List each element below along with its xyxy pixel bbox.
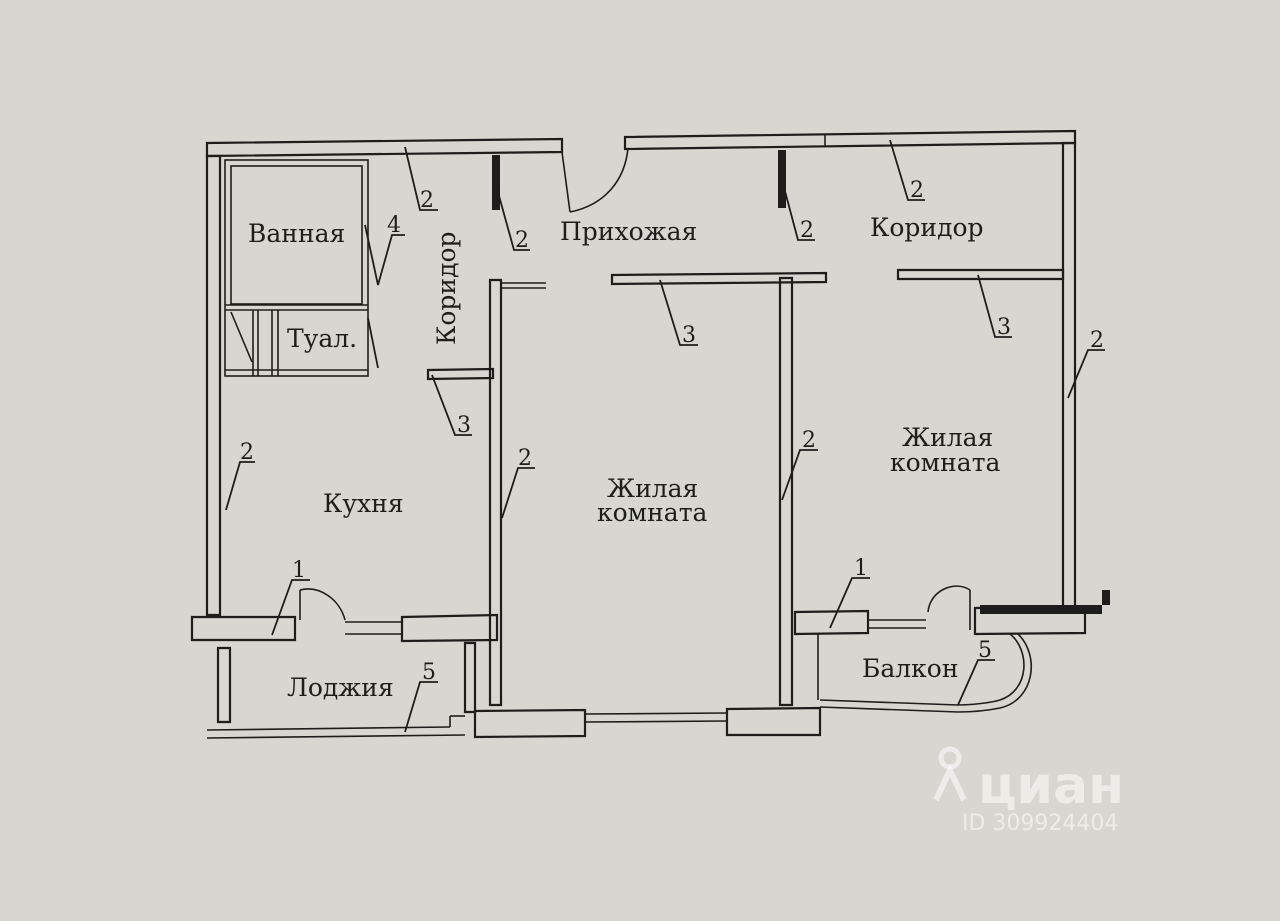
callout-kitchen-door: 1 <box>292 558 306 583</box>
leader-bath-2 <box>367 317 379 369</box>
leader-balcony-door <box>829 577 870 629</box>
label-balcony: Балкон <box>862 654 959 683</box>
wall-left <box>205 154 222 617</box>
label-toilet: Туал. <box>287 324 357 353</box>
callout-top-left: 2 <box>420 188 434 213</box>
label-living-right-1: Жилая <box>902 423 993 452</box>
wall-corridor-stub <box>426 367 495 381</box>
label-living-center-1: Жилая <box>607 474 698 503</box>
leader-right-wall <box>1067 349 1105 399</box>
leader-hall-left <box>495 184 530 251</box>
wall-center-top <box>610 271 828 286</box>
callout-balcony: 5 <box>978 638 992 663</box>
callout-corridor: 3 <box>457 413 471 438</box>
wall-right-room-bottom-right <box>973 605 1087 636</box>
callout-center-left: 2 <box>518 446 532 471</box>
leader-bath <box>364 224 405 286</box>
watermark: циан ID 309924404 <box>933 746 1124 836</box>
callout-top-right: 2 <box>910 178 924 203</box>
wall-hall-post-right <box>778 150 786 208</box>
leader-right-top <box>977 274 1012 338</box>
leader-kitchen-wall <box>225 461 255 511</box>
wall-right-room-bottom-left <box>793 609 870 636</box>
callout-loggia: 5 <box>422 660 436 685</box>
watermark-brand: циан <box>978 756 1124 816</box>
wall-kitchen-bottom-right <box>400 613 499 643</box>
callout-hall-left: 2 <box>515 228 529 253</box>
wall-center-bottom-right <box>725 706 822 737</box>
label-bath: Ванная <box>248 219 345 248</box>
label-hall: Прихожая <box>560 217 697 246</box>
label-living-right-2: комната <box>890 448 1001 477</box>
entrance-door-leaf <box>561 151 571 213</box>
balcony-bottom-2 <box>819 706 959 713</box>
bathroom-inner <box>230 165 363 305</box>
center-window-line-1 <box>584 712 728 715</box>
location-pin-icon <box>933 746 967 802</box>
leader-balcony <box>957 659 995 706</box>
wall-kitchen-bottom-left <box>190 615 297 642</box>
leader-loggia <box>404 681 438 733</box>
leader-top-right <box>889 139 925 201</box>
callout-right-wall: 2 <box>1090 328 1104 353</box>
label-loggia: Лоджия <box>287 673 394 702</box>
watermark-id: ID 309924404 <box>962 811 1118 836</box>
leader-corridor <box>431 374 472 436</box>
callout-center-right: 2 <box>802 428 816 453</box>
loggia-bottom-line-2 <box>206 734 466 739</box>
label-living-center-2: комната <box>597 498 708 527</box>
balcony-curve <box>957 633 1025 706</box>
callout-numbers: 2 4 2 2 2 3 3 3 2 2 2 2 1 1 5 5 <box>240 178 1104 685</box>
wall-center-bottom-left <box>473 708 587 739</box>
leader-kitchen-door <box>271 579 310 636</box>
room-labels: Ванная Туал. Коридор Прихожая Коридор Ку… <box>248 213 1001 702</box>
callout-bath: 4 <box>387 213 401 238</box>
label-corridor-left: Коридор <box>432 231 461 345</box>
wall-hall-post-left <box>492 155 500 210</box>
label-kitchen: Кухня <box>323 489 404 518</box>
kitchen-door-swing <box>299 588 346 621</box>
leader-center-left <box>501 467 535 519</box>
callout-kitchen-wall: 2 <box>240 440 254 465</box>
callout-hall-right: 2 <box>800 218 814 243</box>
loggia-left-wall <box>216 646 232 724</box>
bathroom-outer <box>224 159 369 377</box>
wall-partition-center-left <box>488 278 503 707</box>
callout-right-top: 3 <box>997 315 1011 340</box>
entrance-door-swing <box>569 147 629 213</box>
toilet-diag <box>230 311 253 363</box>
loggia-bottom-line-1 <box>206 726 451 731</box>
leader-hall-right <box>781 179 815 241</box>
label-corridor-right: Коридор <box>870 213 984 242</box>
leader-center-right <box>781 449 818 501</box>
wall-partition-center-right <box>778 276 794 707</box>
wall-right-top <box>896 268 1065 281</box>
leader-lines <box>225 139 1105 733</box>
center-window-line-2 <box>584 720 728 723</box>
leader-center-top <box>659 279 698 346</box>
balcony-curve-inner <box>957 633 1032 713</box>
callout-center-top: 3 <box>682 323 696 348</box>
balcony-door-swing <box>927 585 971 613</box>
leader-top-left <box>404 146 438 211</box>
callout-balcony-door: 1 <box>854 556 868 581</box>
walls <box>190 129 1110 739</box>
balcony-bottom-1 <box>819 699 959 706</box>
